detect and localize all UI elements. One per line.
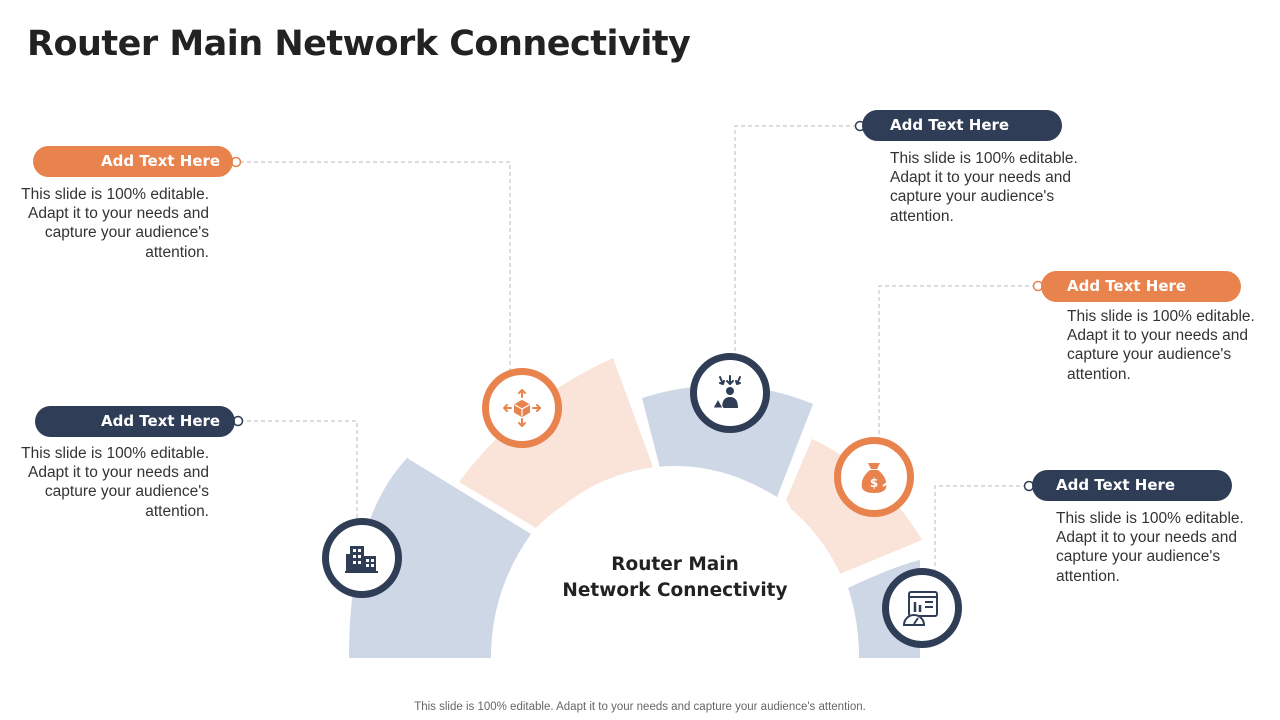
dashboard-gauge-icon [902, 591, 938, 626]
item-2-label: Add Text Here [35, 406, 235, 437]
icon-circle-5 [882, 568, 962, 648]
connector-5 [934, 485, 1027, 570]
item-5-label: Add Text Here [1032, 470, 1232, 501]
center-label: Router Main Network Connectivity [540, 552, 810, 604]
person-alert-icon [712, 375, 741, 409]
center-label-line2: Network Connectivity [562, 580, 788, 601]
segment-2 [459, 358, 653, 528]
item-4-label: Add Text Here [1041, 271, 1241, 302]
item-3-text: This slide is 100% editable. Adapt it to… [890, 150, 1078, 225]
connector-2 [240, 420, 358, 522]
footer-note: This slide is 100% editable. Adapt it to… [414, 701, 866, 713]
item-5-text: This slide is 100% editable. Adapt it to… [1056, 510, 1244, 585]
icon-circle-4: $ [834, 437, 914, 517]
item-1-label: Add Text Here [33, 146, 233, 177]
segment-3 [642, 385, 813, 497]
money-bag-icon: $ [861, 463, 892, 493]
buildings-icon [345, 546, 378, 573]
connector-3 [734, 125, 857, 356]
center-label-line1: Router Main [611, 554, 739, 575]
box-arrows-icon [503, 389, 541, 427]
item-1-text: This slide is 100% editable. Adapt it to… [21, 186, 209, 261]
item-3-label: Add Text Here [862, 110, 1062, 141]
icon-circle-3 [690, 353, 770, 433]
segment-1 [349, 458, 531, 658]
connector-1 [240, 161, 511, 372]
center-hub [491, 466, 859, 658]
item-4-text: This slide is 100% editable. Adapt it to… [1067, 308, 1255, 383]
connector-4 [878, 285, 1036, 440]
page-title: Router Main Network Connectivity [27, 24, 691, 64]
svg-text:$: $ [870, 476, 878, 490]
item-2-text: This slide is 100% editable. Adapt it to… [21, 445, 209, 520]
icon-circle-1 [482, 368, 562, 448]
icon-circle-2 [322, 518, 402, 598]
